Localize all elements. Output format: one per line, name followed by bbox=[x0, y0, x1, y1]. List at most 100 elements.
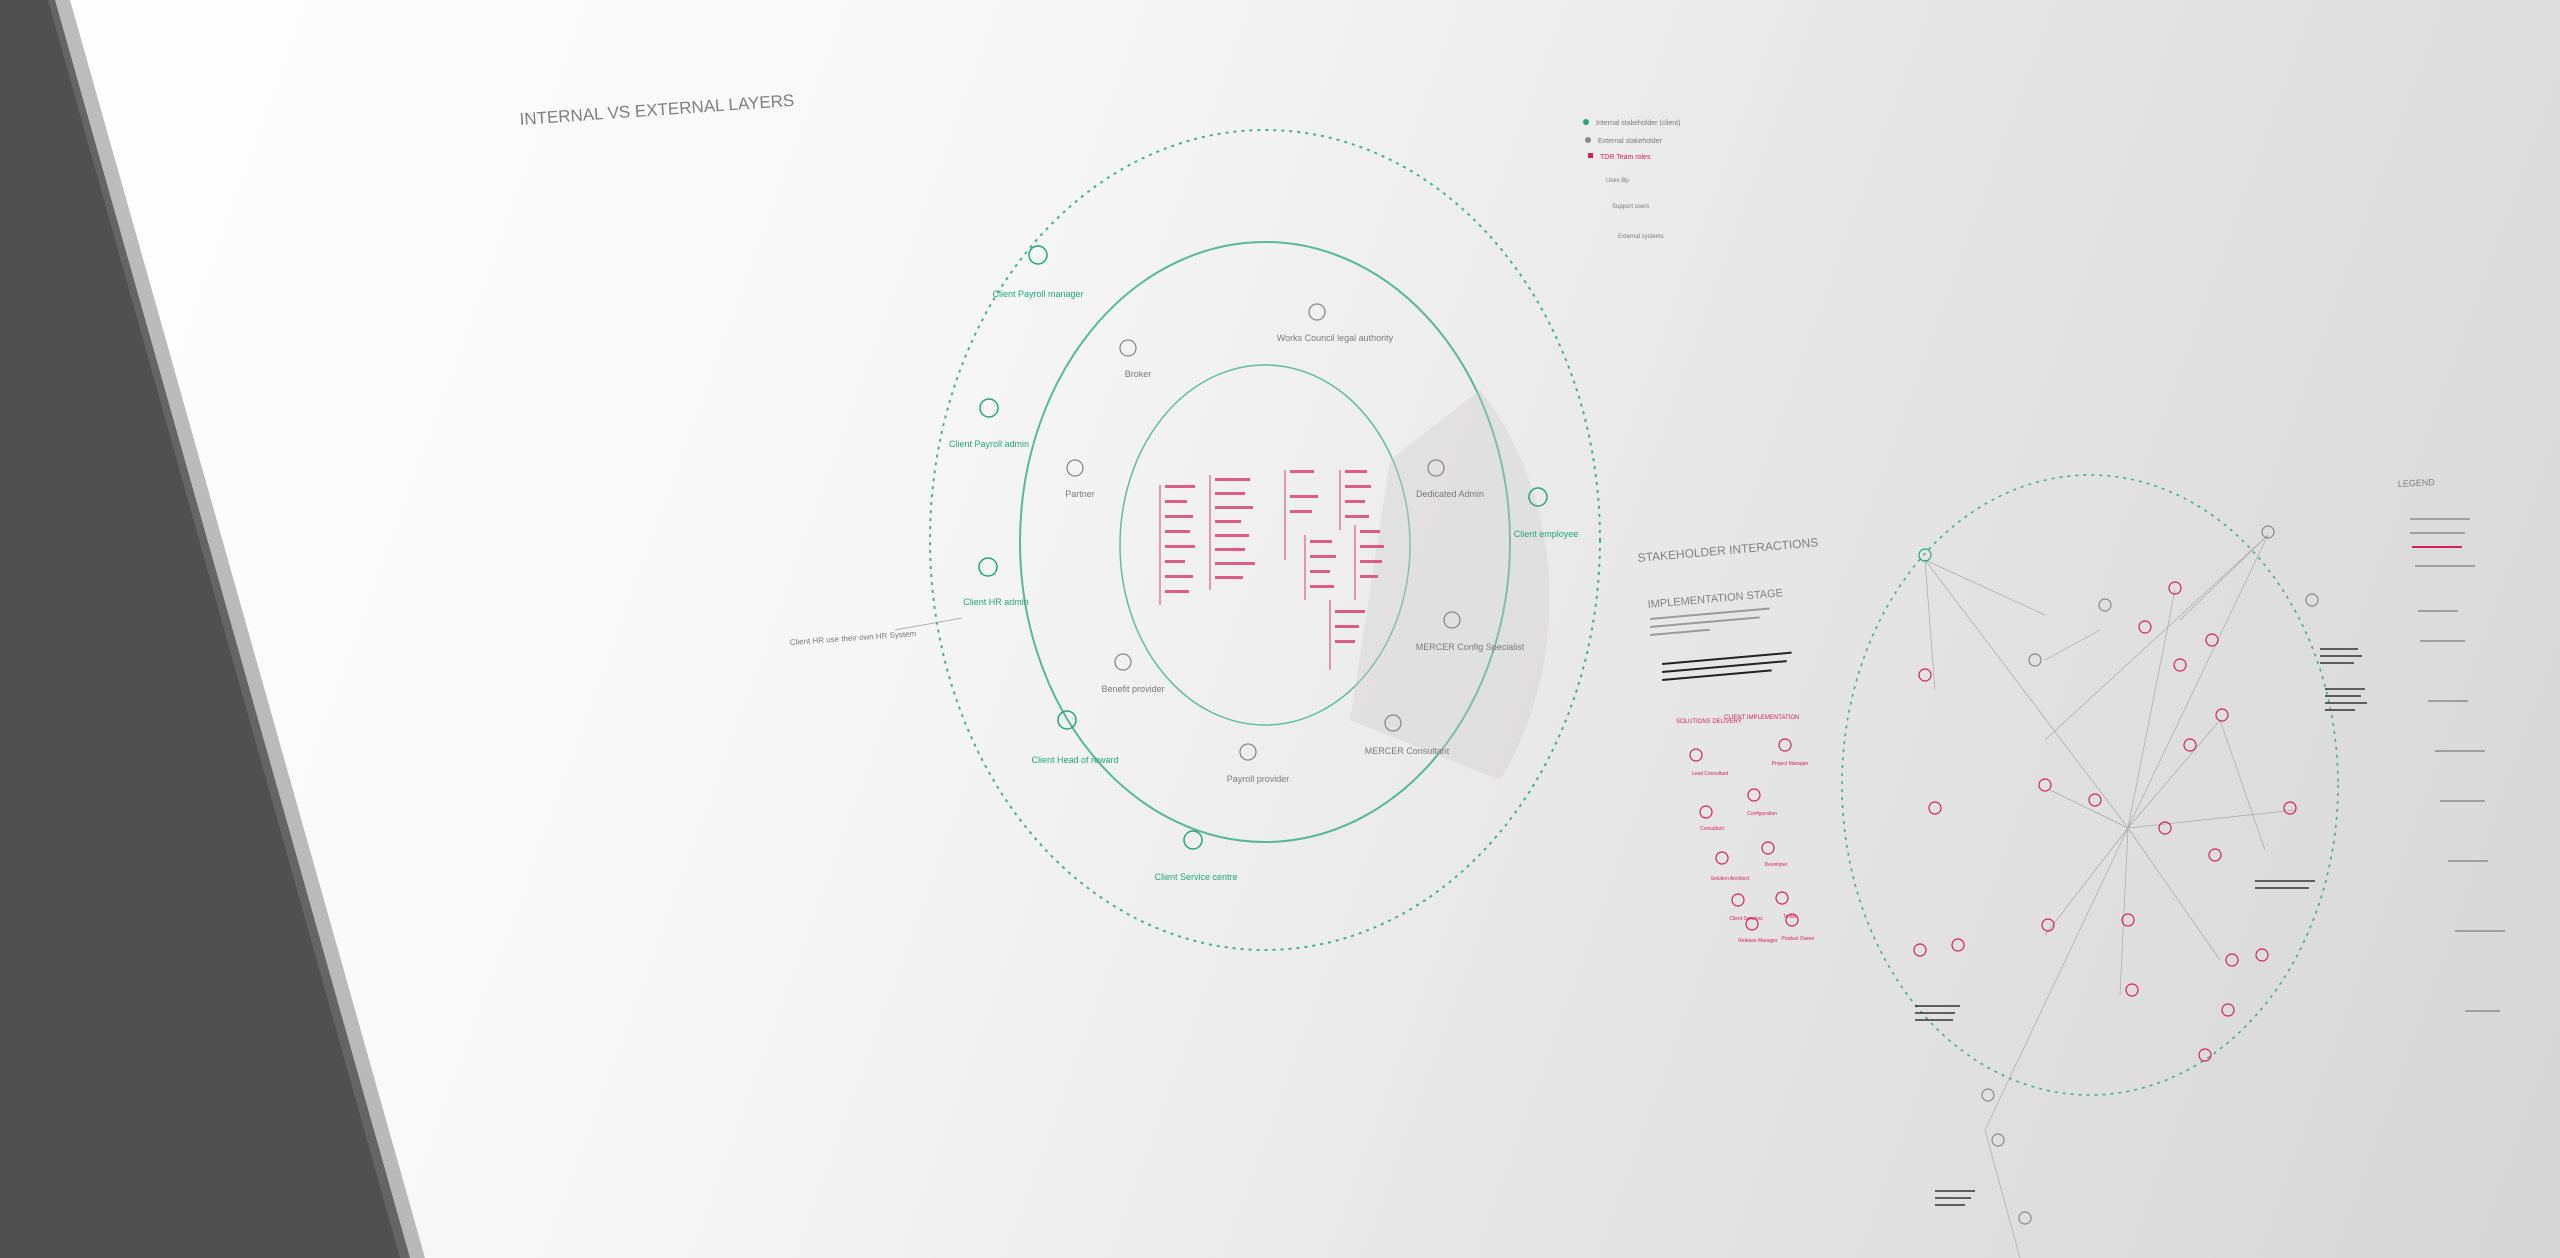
stakeholder-dedicated-admin: Dedicated Admin bbox=[1416, 459, 1484, 499]
legend-right-title: LEGEND bbox=[2398, 477, 2436, 489]
role-label: Client Services bbox=[1729, 916, 1763, 922]
person-icon bbox=[1747, 788, 1761, 802]
node-icon bbox=[2283, 801, 2297, 815]
stakeholder-label: Works Council legal authority bbox=[1277, 333, 1394, 343]
stakeholder-broker: Broker bbox=[1119, 339, 1152, 379]
legend-item: Support users bbox=[1612, 204, 1649, 210]
role-label: Solution Architect bbox=[1711, 876, 1750, 882]
stakeholder-service-centre: Client Service centre bbox=[1154, 830, 1238, 882]
stakeholder-head-of-reward: Client Head of reward bbox=[1031, 710, 1119, 765]
stakeholder-label: Benefit provider bbox=[1101, 684, 1164, 694]
network-ring bbox=[1841, 474, 2339, 1096]
legend-item: Internal stakeholder (client) bbox=[1596, 120, 1680, 127]
network-nodes bbox=[1913, 525, 2319, 1225]
column-header-client: CLIENT IMPLEMENTATION bbox=[1724, 715, 1799, 721]
stakeholder-label: Broker bbox=[1125, 369, 1152, 379]
shaded-stakeholders: Dedicated Admin MERCER Config Specialist… bbox=[1365, 459, 1525, 756]
node-icon bbox=[1951, 938, 1965, 952]
inner-task-text bbox=[1165, 470, 1384, 643]
legend-right-lines bbox=[2410, 518, 2505, 1012]
node-icon bbox=[2183, 738, 2197, 752]
stakeholder-label: Client Service centre bbox=[1154, 872, 1237, 882]
stakeholder-label: Client Payroll manager bbox=[992, 289, 1083, 299]
stakeholder-label: Client employee bbox=[1514, 529, 1579, 539]
stage-description bbox=[1649, 607, 1792, 681]
node-icon bbox=[2088, 793, 2102, 807]
column-header-solutions: SOLUTIONS DELIVERY bbox=[1676, 719, 1742, 725]
stage-title: IMPLEMENTATION STAGE bbox=[1647, 587, 1783, 611]
node-icon bbox=[2018, 1211, 2032, 1225]
stakeholder-config-specialist: MERCER Config Specialist bbox=[1416, 611, 1525, 652]
role-label: Configuration bbox=[1747, 811, 1777, 817]
interaction-network bbox=[1841, 474, 2367, 1258]
shadow-edge bbox=[48, 0, 425, 1258]
legend-top: Internal stakeholder (client) External s… bbox=[1583, 119, 1680, 240]
person-icon bbox=[1745, 917, 1759, 931]
stakeholder-partner: Partner bbox=[1065, 459, 1095, 499]
node-icon bbox=[2125, 983, 2139, 997]
legend-swatch-internal bbox=[1583, 119, 1589, 125]
stakeholder-label: Dedicated Admin bbox=[1416, 489, 1484, 499]
node-icon bbox=[2121, 913, 2135, 927]
person-icon bbox=[1785, 913, 1799, 927]
role-label: Developer bbox=[1765, 862, 1788, 868]
shadow-wedge bbox=[0, 0, 410, 1258]
stakeholder-label: Client Payroll admin bbox=[949, 439, 1029, 449]
person-icon bbox=[1528, 487, 1548, 507]
person-icon bbox=[1028, 245, 1048, 265]
middle-layer-ring bbox=[1019, 241, 1511, 843]
node-icon bbox=[2215, 708, 2229, 722]
person-icon bbox=[1066, 459, 1084, 477]
node-icon bbox=[1918, 668, 1932, 682]
stakeholder-payroll-manager: Client Payroll manager bbox=[992, 245, 1084, 299]
legend-item: External systems bbox=[1618, 234, 1664, 240]
stakeholder-label: Partner bbox=[1065, 489, 1095, 499]
node-icon bbox=[1913, 943, 1927, 957]
inner-task-lists bbox=[1159, 470, 1356, 670]
node-icon bbox=[2138, 620, 2152, 634]
role-label: Project Manager bbox=[1772, 761, 1809, 767]
stakeholder-label: MERCER Consultant bbox=[1365, 746, 1450, 756]
person-icon bbox=[1778, 738, 1792, 752]
node-icon bbox=[2041, 918, 2055, 932]
node-icon bbox=[1918, 548, 1932, 562]
node-icon bbox=[1981, 1088, 1995, 1102]
node-icon bbox=[2221, 1003, 2235, 1017]
node-icon bbox=[2198, 1048, 2212, 1062]
inner-layer-ring bbox=[1119, 364, 1411, 726]
person-icon bbox=[1775, 891, 1789, 905]
person-icon bbox=[1057, 710, 1077, 730]
node-icon bbox=[1928, 801, 1942, 815]
node-icon bbox=[2158, 821, 2172, 835]
stakeholder-works-council: Works Council legal authority bbox=[1277, 303, 1394, 343]
legend-swatch-external bbox=[1585, 137, 1591, 143]
person-icon bbox=[1689, 748, 1703, 762]
node-icon bbox=[1991, 1133, 2005, 1147]
node-icon bbox=[2305, 593, 2319, 607]
network-notes bbox=[1915, 648, 2367, 1206]
person-icon bbox=[1239, 743, 1257, 761]
person-icon bbox=[1715, 851, 1729, 865]
legend-item: TDR Team roles bbox=[1600, 154, 1651, 161]
node-icon bbox=[2255, 948, 2269, 962]
person-icon bbox=[1699, 805, 1713, 819]
stakeholder-employee: Client employee bbox=[1514, 487, 1579, 539]
person-icon bbox=[978, 557, 998, 577]
node-icon bbox=[2225, 953, 2239, 967]
stakeholder-mercer-consultant: MERCER Consultant bbox=[1365, 714, 1450, 756]
node-icon bbox=[2038, 778, 2052, 792]
person-icon bbox=[1427, 459, 1445, 477]
layers-title: INTERNAL VS EXTERNAL LAYERS bbox=[519, 91, 795, 129]
middle-stakeholders: Broker Partner Benefit provider Payroll … bbox=[1065, 303, 1394, 784]
network-links bbox=[1924, 534, 2296, 1258]
role-label: Consultant bbox=[1700, 826, 1725, 832]
layers-diagram: Client Payroll manager Client Payroll ad… bbox=[790, 129, 1601, 951]
legend-item: External stakeholder bbox=[1598, 138, 1662, 145]
stakeholder-label: MERCER Config Specialist bbox=[1416, 642, 1525, 652]
person-icon bbox=[1761, 841, 1775, 855]
stakeholder-hr-admin: Client HR admin bbox=[963, 557, 1029, 607]
stakeholder-label: Client Head of reward bbox=[1031, 755, 1118, 765]
outer-layer-ring bbox=[929, 129, 1601, 951]
interactions-title: STAKEHOLDER INTERACTIONS bbox=[1637, 535, 1819, 565]
